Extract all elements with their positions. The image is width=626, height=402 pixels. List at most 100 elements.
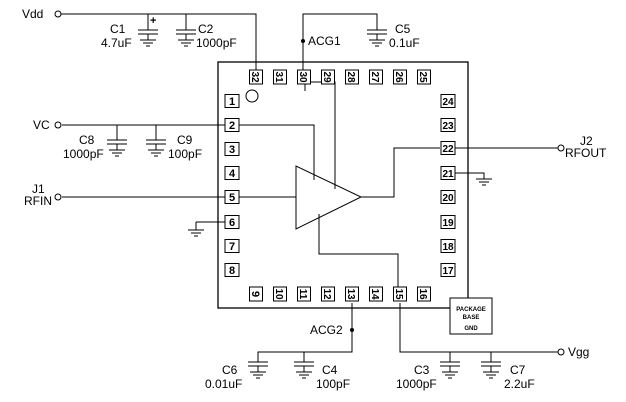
vgg-terminal[interactable] [557,348,565,356]
pin-number-label: 10 [273,288,284,300]
pin-box [417,69,431,85]
pin-number-label: 7 [229,241,235,253]
c5-ref: C5 [395,22,411,36]
pin-6: 6 [224,215,240,229]
c8-value: 1000pF [63,147,104,161]
pin-box [345,286,359,302]
pin-box [321,286,335,302]
pin-number-label: 24 [442,97,454,108]
pin-17: 17 [440,263,456,277]
pin-box [297,69,311,85]
pin-box [249,286,263,302]
pin-8: 8 [224,263,240,277]
c3-ref: C3 [414,363,430,377]
c1-symbol [138,29,158,47]
pin-number-label: 32 [249,71,260,83]
c2-symbol [176,29,196,47]
pin-number-label: 26 [393,71,404,83]
pin-19: 19 [440,215,456,229]
pin-27: 27 [369,69,383,85]
pin-21: 21 [440,166,456,180]
pin-15: 15 [393,286,407,302]
pin-25: 25 [417,69,431,85]
pin-5: 5 [224,190,240,204]
chip-package [217,61,469,309]
pin-number-label: 4 [229,168,236,180]
capacitor-symbols: + [107,15,501,379]
pin-9: 9 [249,286,263,302]
pin-number-label: 16 [417,288,428,300]
pin-box [440,263,456,277]
pin-18: 18 [440,239,456,253]
external-wiring [61,13,558,362]
vc-terminal[interactable] [54,121,62,129]
pin-30: 30 [297,69,311,85]
c2-value: 1000pF [196,36,237,50]
c9-symbol [146,139,166,157]
c3-symbol [440,361,460,379]
pin-box [440,215,456,229]
pin-number-label: 20 [442,193,454,204]
pin-number-label: 25 [417,71,428,83]
acg2-label: ACG2 [310,323,343,337]
pin-number-label: 1 [229,96,235,108]
pin-26: 26 [393,69,407,85]
c4-ref: C4 [322,363,338,377]
c7-symbol [481,361,501,379]
pin-box [224,263,240,277]
pin-number-label: 11 [297,289,308,300]
c6-symbol [248,361,268,379]
c8-symbol [107,139,127,157]
pin-box [369,69,383,85]
pin-number-label: 6 [229,217,235,229]
pin-12: 12 [321,286,335,302]
c8-ref: C8 [79,133,95,147]
c6-value: 0.01uF [205,377,242,391]
package-base-line3: GND [464,326,478,332]
pin-number-label: 15 [393,288,404,300]
rfout-terminal[interactable] [557,144,565,152]
pin-7: 7 [224,239,240,253]
pin-box [224,142,240,156]
package-base-line1: PACKAGE [456,307,486,313]
pin-number-label: 17 [442,266,454,277]
pin-box [417,286,431,302]
rfin-label: RFIN [24,194,52,208]
c2-ref: C2 [198,22,214,36]
package-base-line2: BASE [463,315,480,321]
acg1-junction [301,39,305,43]
pin-11: 11 [297,286,311,302]
pin-box [273,69,287,85]
rfin-terminal[interactable] [54,193,62,201]
pin-10: 10 [273,286,287,302]
pin-32: 32 [249,69,263,85]
pin-box [440,141,456,155]
c1-value: 4.7uF [101,36,132,50]
pin-number-label: 30 [297,71,308,83]
pin-box [345,69,359,85]
pin1-indicator [245,89,259,103]
pin6-ground-icon [188,229,204,237]
pin-box [393,286,407,302]
vdd-terminal[interactable] [54,10,62,18]
pin-number-label: 21 [442,169,454,180]
pin-box [440,190,456,204]
pin-number-label: 27 [369,71,380,83]
c9-value: 100pF [168,147,202,161]
pin-2: 2 [224,118,240,132]
c7-value: 2.2uF [504,377,535,391]
pin-20: 20 [440,190,456,204]
pin-number-label: 14 [369,288,380,300]
pin-box [369,286,383,302]
c5-symbol [367,29,387,47]
pin-box [297,286,311,302]
pin-number-label: 22 [442,144,454,155]
pin-box [224,190,240,204]
pin-box [393,69,407,85]
pin-number-label: 8 [229,265,235,277]
c9-ref: C9 [177,133,193,147]
c7-ref: C7 [510,363,526,377]
pin-box [224,215,240,229]
